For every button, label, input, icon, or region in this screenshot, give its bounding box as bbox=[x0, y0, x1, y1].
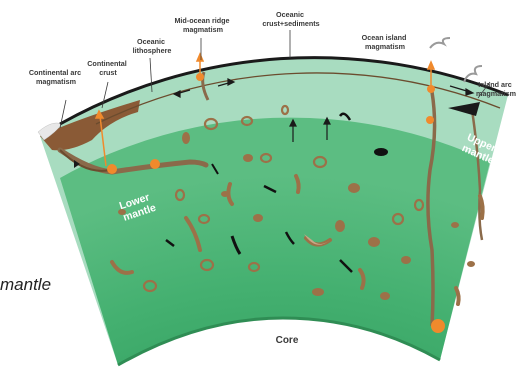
brown-blob bbox=[348, 183, 360, 193]
brown-blob bbox=[335, 220, 345, 232]
melt-dot bbox=[196, 73, 204, 81]
ocean-island-label: Ocean island magmatism bbox=[362, 33, 409, 51]
mid-ocean-ridge-label: Mid-ocean ridge magmatism bbox=[174, 16, 231, 34]
brown-blob bbox=[467, 261, 475, 267]
magma-arrowhead bbox=[428, 62, 434, 69]
melt-dot bbox=[107, 164, 117, 174]
continental-crust-label: Continental crust bbox=[87, 59, 129, 77]
brown-blob bbox=[451, 222, 459, 228]
brown-blob bbox=[253, 214, 263, 222]
side-caption-fragment: mantle bbox=[0, 275, 51, 295]
dark-blob bbox=[374, 148, 388, 156]
melt-dot bbox=[426, 116, 434, 124]
brown-blob bbox=[182, 132, 190, 144]
brown-blob bbox=[380, 292, 390, 300]
brown-blob bbox=[243, 154, 253, 162]
continental-arc-label: Continental arc magmatism bbox=[29, 68, 83, 86]
island-arc-label: Island arc magmatism bbox=[476, 80, 516, 98]
melt-dot bbox=[427, 85, 435, 93]
volcano-plume-icon bbox=[430, 38, 450, 48]
oceanic-crust-label: Oceanic crust+sediments bbox=[262, 10, 319, 28]
brown-blob bbox=[368, 237, 380, 247]
magma-arrowhead bbox=[197, 54, 203, 61]
melt-dot bbox=[150, 159, 160, 169]
core-label: Core bbox=[276, 335, 299, 346]
brown-blob bbox=[312, 288, 324, 296]
brown-blob bbox=[401, 256, 411, 264]
oceanic-lithosphere-label: Oceanic lithosphere bbox=[133, 37, 172, 55]
melt-dot bbox=[431, 319, 445, 333]
